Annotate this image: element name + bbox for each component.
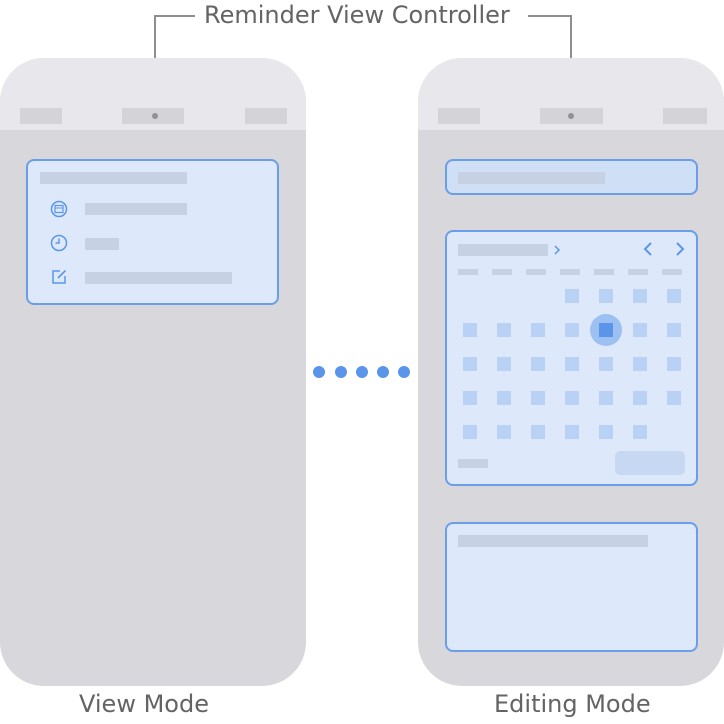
calendar-day[interactable]: [463, 323, 477, 337]
view-mode-caption: View Mode: [79, 690, 209, 718]
weekday-label: [526, 269, 546, 275]
calendar-day[interactable]: [565, 289, 579, 303]
calendar-day[interactable]: [565, 425, 579, 439]
edit-icon: [52, 269, 67, 284]
calendar-day[interactable]: [633, 323, 647, 337]
transition-dot-4: [377, 366, 389, 378]
chevron-right-icon: [554, 245, 561, 255]
calendar-day[interactable]: [497, 391, 511, 405]
calendar-day[interactable]: [463, 425, 477, 439]
calendar-day[interactable]: [599, 425, 613, 439]
transition-dot-1: [313, 366, 325, 378]
calendar-day[interactable]: [463, 391, 477, 405]
calendar-day[interactable]: [565, 323, 579, 337]
nav-right-button-placeholder: [245, 108, 287, 124]
nav-left-button-placeholder: [438, 108, 480, 124]
calendar-day[interactable]: [531, 391, 545, 405]
calendar-day[interactable]: [531, 323, 545, 337]
calendar-day[interactable]: [463, 357, 477, 371]
reminder-detail-card: [26, 159, 279, 305]
time-label-placeholder: [458, 459, 488, 468]
calendar-icon: [50, 200, 68, 218]
transition-dot-5: [398, 366, 410, 378]
calendar-day[interactable]: [667, 289, 681, 303]
calendar-day[interactable]: [633, 391, 647, 405]
title-field-card: [445, 159, 698, 195]
notes-field-placeholder: [458, 535, 648, 547]
selected-calendar-day[interactable]: [599, 323, 613, 337]
chevron-right-icon: [676, 242, 685, 256]
nav-left-button-placeholder: [20, 108, 62, 124]
connector-anchor-dot: [152, 113, 158, 119]
weekday-label: [628, 269, 648, 275]
nav-right-button-placeholder: [663, 108, 707, 124]
calendar-day[interactable]: [667, 357, 681, 371]
weekday-label: [560, 269, 580, 275]
calendar-day[interactable]: [565, 357, 579, 371]
transition-dot-2: [335, 366, 347, 378]
connector-right-horizontal: [528, 15, 572, 17]
title-field-placeholder: [458, 172, 605, 184]
clock-icon: [50, 234, 68, 252]
calendar-day[interactable]: [599, 391, 613, 405]
month-label-placeholder: [458, 244, 548, 256]
calendar-day[interactable]: [599, 357, 613, 371]
view-mode-screen: [0, 58, 306, 686]
date-picker-card: [445, 230, 698, 486]
diagram-title: Reminder View Controller: [204, 1, 510, 29]
transition-dot-3: [356, 366, 368, 378]
time-picker-button[interactable]: [615, 451, 685, 475]
calendar-day[interactable]: [497, 425, 511, 439]
weekday-label: [662, 269, 682, 275]
calendar-day[interactable]: [497, 357, 511, 371]
calendar-day[interactable]: [531, 425, 545, 439]
calendar-day[interactable]: [667, 323, 681, 337]
time-placeholder: [85, 238, 119, 250]
notes-placeholder: [85, 272, 232, 284]
calendar-day[interactable]: [565, 391, 579, 405]
weekday-label: [458, 269, 478, 275]
calendar-day[interactable]: [531, 357, 545, 371]
weekday-label: [594, 269, 614, 275]
notes-field-card: [445, 522, 698, 652]
calendar-day[interactable]: [633, 289, 647, 303]
date-placeholder: [85, 203, 187, 215]
chevron-left-icon: [643, 242, 652, 256]
calendar-day[interactable]: [497, 323, 511, 337]
editing-mode-caption: Editing Mode: [494, 690, 651, 718]
connector-anchor-dot: [568, 113, 574, 119]
editing-mode-screen: [418, 58, 724, 686]
calendar-day[interactable]: [667, 391, 681, 405]
calendar-day[interactable]: [599, 289, 613, 303]
calendar-day[interactable]: [633, 357, 647, 371]
reminder-title-placeholder: [40, 172, 187, 184]
connector-left-horizontal: [155, 15, 195, 17]
calendar-day[interactable]: [633, 425, 647, 439]
weekday-label: [492, 269, 512, 275]
